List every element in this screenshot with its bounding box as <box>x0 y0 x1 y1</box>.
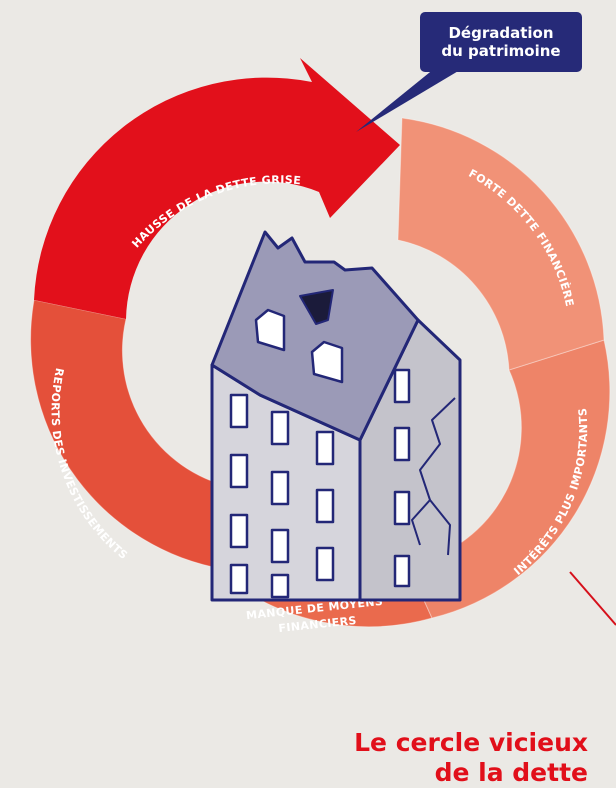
damaged-building-illustration <box>210 230 462 602</box>
windows-right <box>393 368 411 588</box>
title-line1: Le cercle vicieux <box>354 728 588 757</box>
callout-tail <box>356 64 470 132</box>
callout-line1: Dégradation <box>448 24 554 42</box>
segment-forte-dette-financiere <box>397 117 605 371</box>
segment-reports-investissements <box>30 299 232 568</box>
windows-left <box>229 393 335 599</box>
roof-hole <box>299 289 334 325</box>
dormer-right <box>310 340 344 384</box>
building-roof <box>210 230 420 442</box>
arrow-hausse-dette-grise <box>34 58 400 319</box>
title-line2: de la dette <box>434 758 588 787</box>
crack-right <box>411 397 456 546</box>
callout-degradation-patrimoine: Dégradation du patrimoine <box>420 12 582 72</box>
pointer-line <box>569 571 616 626</box>
dormer-left <box>254 308 286 352</box>
page-title: Le cercle vicieux de la dette <box>354 728 588 788</box>
crack-lower <box>429 499 451 556</box>
callout-line2: du patrimoine <box>441 42 561 60</box>
